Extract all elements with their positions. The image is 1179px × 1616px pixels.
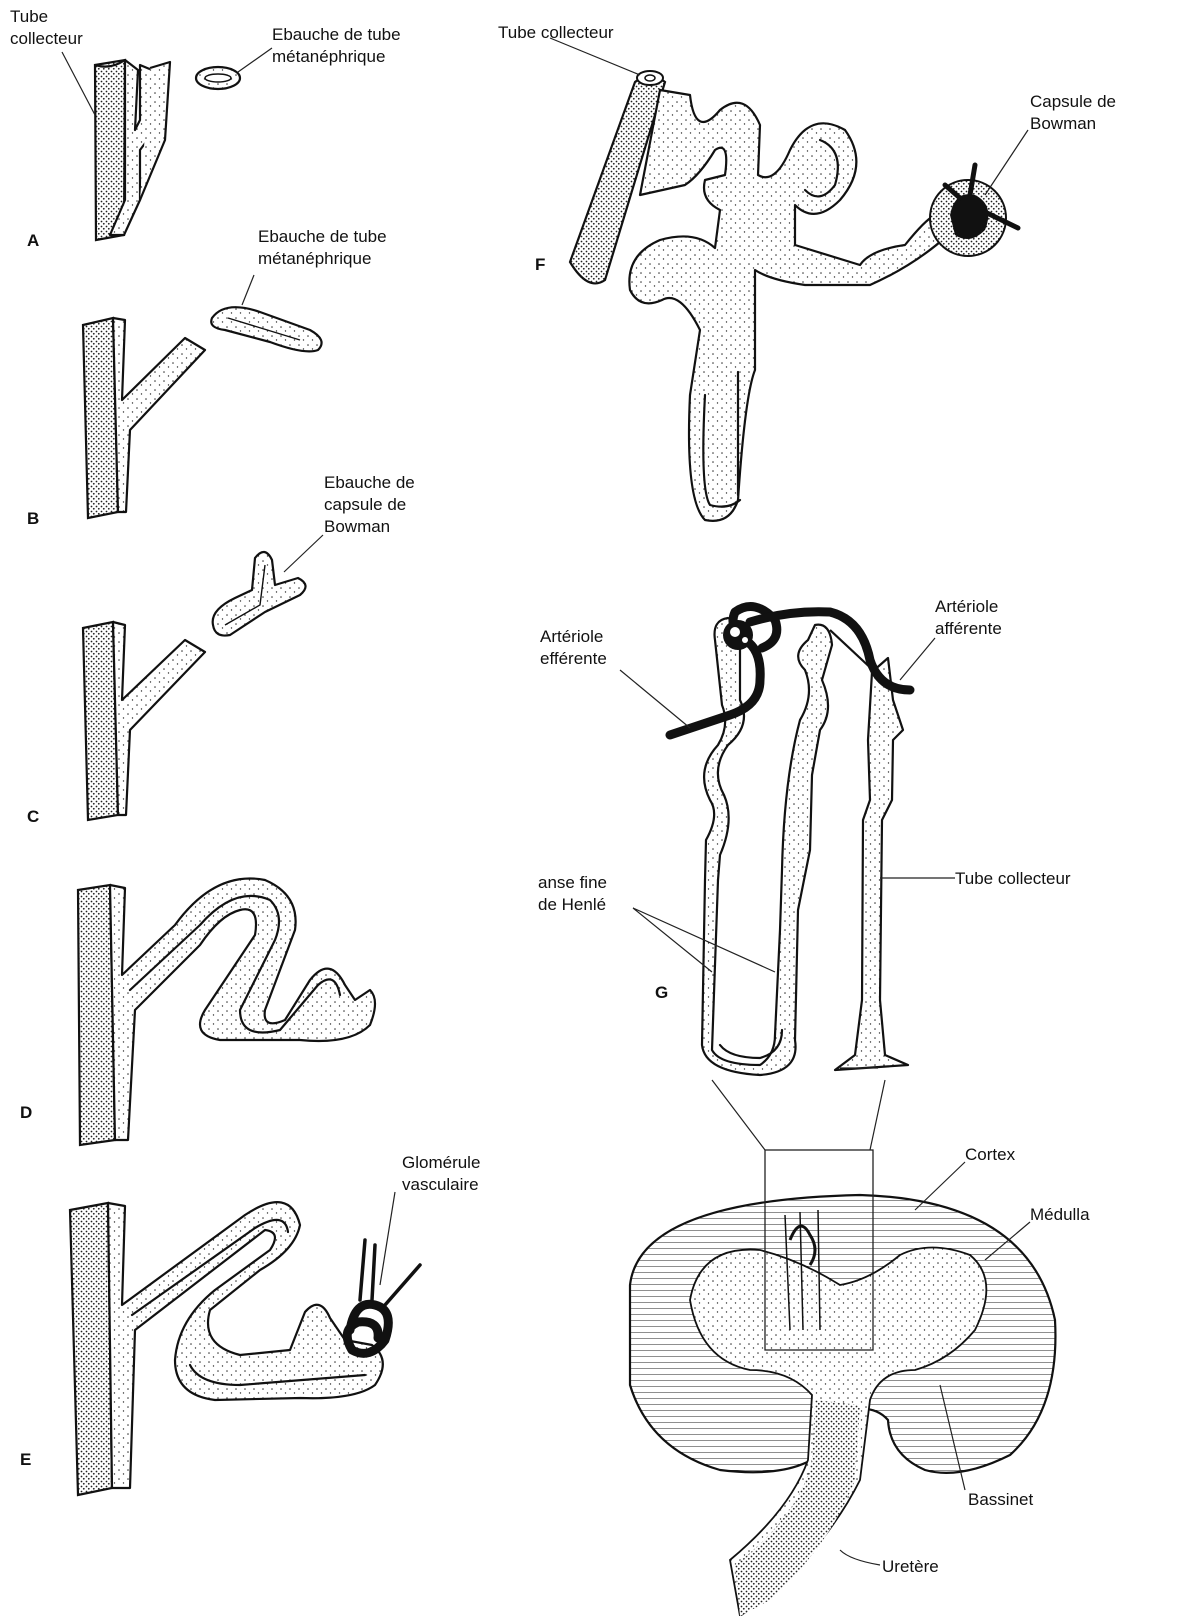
glomerulus-vascular-e	[347, 1240, 420, 1353]
label-line: Artériole	[935, 597, 998, 616]
panel-letter-c: C	[27, 807, 39, 826]
panel-letter-g: G	[655, 983, 668, 1002]
label-line: Ebauche de tube	[258, 227, 387, 246]
s-shaped-tubule-e	[108, 1202, 383, 1488]
label-capsule-f: Capsule de Bowman	[1030, 92, 1121, 133]
panel-c: C	[27, 535, 323, 826]
panel-letter-a: A	[27, 231, 39, 250]
label-line: Tube	[10, 7, 48, 26]
panel-a: A	[27, 48, 272, 250]
label-cortex: Cortex	[965, 1145, 1016, 1164]
label-ebauche-capsule-c: Ebauche de capsule de Bowman	[324, 473, 419, 536]
panel-letter-e: E	[20, 1450, 31, 1469]
label-line: Cortex	[965, 1145, 1016, 1164]
label-line: Ebauche de tube	[272, 25, 401, 44]
label-ebauche-b: Ebauche de tube métanéphrique	[258, 227, 391, 268]
panel-letter-b: B	[27, 509, 39, 528]
nephron-tubule-f	[629, 90, 948, 521]
label-uretere: Uretère	[882, 1557, 939, 1576]
label-arteriole-efferente: Artériole efférente	[540, 627, 608, 668]
label-arteriole-afferente: Artériole afférente	[935, 597, 1003, 638]
label-bassinet: Bassinet	[968, 1490, 1033, 1509]
label-tube-collecteur-f: Tube collecteur	[498, 23, 614, 42]
label-line: de Henlé	[538, 895, 606, 914]
label-line: capsule de	[324, 495, 406, 514]
label-line: Bassinet	[968, 1490, 1033, 1509]
panel-letter-f: F	[535, 255, 545, 274]
panel-letter-d: D	[20, 1103, 32, 1122]
nephron-g	[670, 607, 910, 1075]
label-line: Médulla	[1030, 1205, 1090, 1224]
label-anse-henle: anse fine de Henlé	[538, 873, 612, 914]
s-shaped-tubule-d	[110, 878, 375, 1140]
label-line: Tube collecteur	[955, 869, 1071, 888]
label-line: Ebauche de	[324, 473, 415, 492]
panel-f: F	[535, 38, 1028, 521]
label-line: efférente	[540, 649, 607, 668]
label-line: métanéphrique	[258, 249, 371, 268]
panel-g: G	[620, 607, 955, 1075]
label-line: métanéphrique	[272, 47, 385, 66]
label-line: vasculaire	[402, 1175, 479, 1194]
label-line: Artériole	[540, 627, 603, 646]
label-line: Glomérule	[402, 1153, 480, 1172]
label-line: anse fine	[538, 873, 607, 892]
label-tube-collecteur-a: Tube collecteur	[10, 7, 83, 48]
bowman-capsule-f	[930, 165, 1018, 256]
panel-e: E	[20, 1192, 420, 1495]
label-line: Bowman	[324, 517, 390, 536]
panel-b: B	[27, 275, 322, 528]
panel-d: D	[20, 878, 375, 1145]
label-tube-collecteur-g: Tube collecteur	[955, 869, 1071, 888]
label-line: Tube collecteur	[498, 23, 614, 42]
label-line: afférente	[935, 619, 1002, 638]
label-glomerule-e: Glomérule vasculaire	[402, 1153, 485, 1194]
label-line: collecteur	[10, 29, 83, 48]
label-medulla: Médulla	[1030, 1205, 1090, 1224]
label-line: Uretère	[882, 1557, 939, 1576]
label-line: Capsule de	[1030, 92, 1116, 111]
collecting-tube-g	[835, 658, 908, 1070]
label-ebauche-a: Ebauche de tube métanéphrique	[272, 25, 405, 66]
label-line: Bowman	[1030, 114, 1096, 133]
